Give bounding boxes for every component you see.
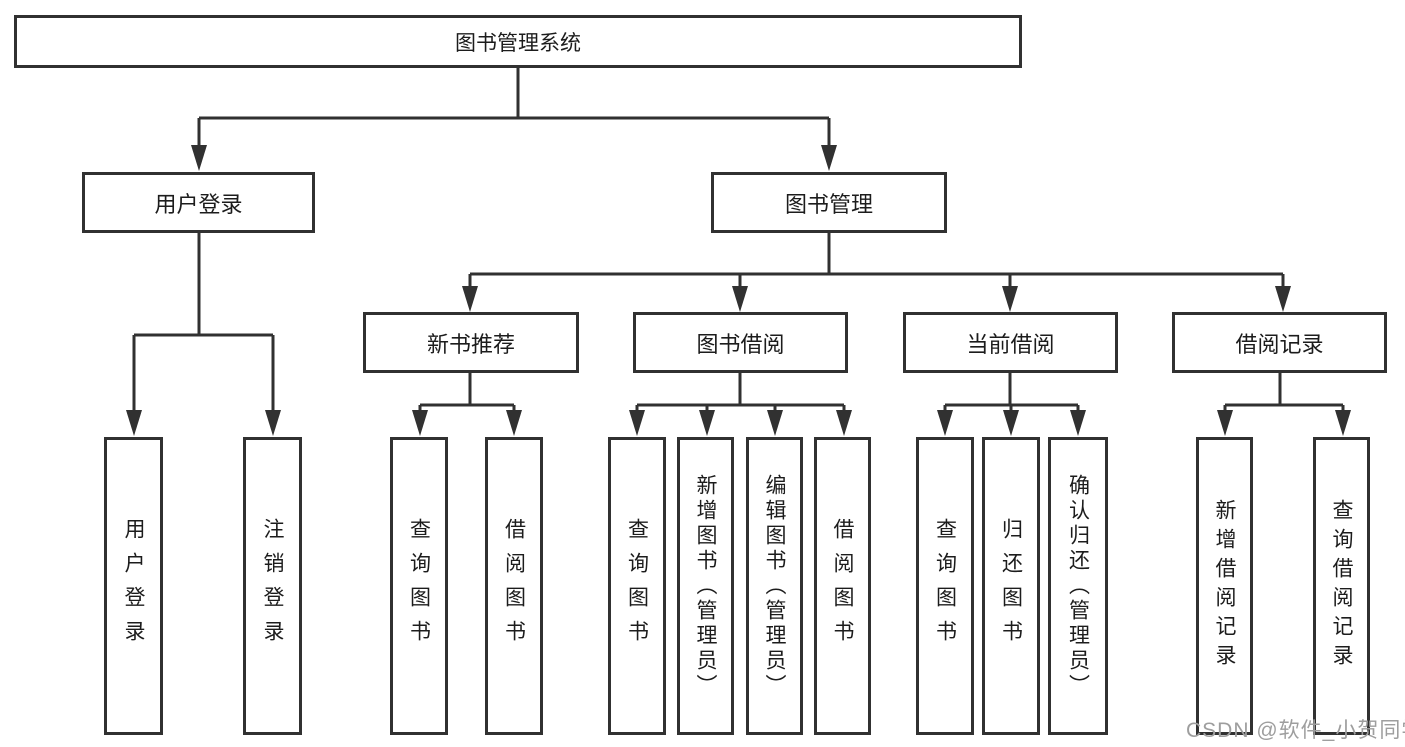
node-borrow-record-label: 借阅记录 — [1235, 331, 1324, 357]
leaf-borrow-books-recommend-label: 借阅图书 — [502, 518, 526, 654]
leaf-query-books-borrow-label: 查询图书 — [625, 518, 649, 654]
leaf-query-books-borrow: 查询图书 — [608, 437, 666, 735]
leaf-query-books-current-label: 查询图书 — [933, 518, 957, 654]
leaf-user-login: 用户登录 — [104, 437, 163, 735]
node-book-management-label: 图书管理 — [784, 191, 873, 217]
leaf-confirm-return-admin-label: 确认归还（管理员） — [1066, 473, 1090, 699]
leaf-logout-label: 注销登录 — [261, 518, 285, 654]
node-book-borrow: 图书借阅 — [633, 312, 848, 373]
node-book-management: 图书管理 — [711, 172, 947, 233]
leaf-return-book-label: 归还图书 — [999, 518, 1023, 654]
connector-current-borrow — [943, 373, 1080, 412]
connector-root — [197, 68, 831, 147]
connector-user-login — [132, 233, 275, 412]
node-borrow-record: 借阅记录 — [1172, 312, 1387, 373]
leaf-confirm-return-admin: 确认归还（管理员） — [1048, 437, 1108, 735]
leaf-return-book: 归还图书 — [982, 437, 1040, 735]
leaf-add-book-admin: 新增图书（管理员） — [677, 437, 734, 735]
leaf-add-book-admin-label: 新增图书（管理员） — [694, 473, 718, 699]
connector-book-management — [468, 233, 1285, 288]
leaf-edit-book-admin: 编辑图书（管理员） — [746, 437, 803, 735]
node-user-login-label: 用户登录 — [154, 191, 243, 217]
leaf-edit-book-admin-label: 编辑图书（管理员） — [763, 473, 787, 699]
node-new-book-recommend: 新书推荐 — [363, 312, 579, 373]
connector-book-borrow — [635, 373, 846, 412]
leaf-add-borrow-record: 新增借阅记录 — [1196, 437, 1253, 735]
connector-new-book-recommend — [418, 373, 516, 412]
leaf-logout: 注销登录 — [243, 437, 302, 735]
leaf-borrow-book-label: 借阅图书 — [831, 518, 855, 654]
leaf-add-borrow-record-label: 新增借阅记录 — [1213, 499, 1237, 673]
leaf-query-borrow-record: 查询借阅记录 — [1313, 437, 1370, 735]
node-current-borrow-label: 当前借阅 — [966, 331, 1055, 357]
node-user-login: 用户登录 — [82, 172, 315, 233]
node-library-system: 图书管理系统 — [14, 15, 1022, 68]
node-book-borrow-label: 图书借阅 — [696, 331, 785, 357]
node-library-system-label: 图书管理系统 — [455, 31, 581, 55]
leaf-query-books-current: 查询图书 — [916, 437, 974, 735]
node-new-book-recommend-label: 新书推荐 — [426, 331, 515, 357]
leaf-borrow-books-recommend: 借阅图书 — [485, 437, 543, 735]
node-current-borrow: 当前借阅 — [903, 312, 1118, 373]
csdn-watermark: CSDN @软件_小贺同学 — [1186, 719, 1405, 742]
leaf-query-books-recommend: 查询图书 — [390, 437, 448, 735]
leaf-query-books-recommend-label: 查询图书 — [407, 518, 431, 654]
connector-borrow-record — [1223, 373, 1345, 412]
leaf-borrow-book: 借阅图书 — [814, 437, 871, 735]
leaf-query-borrow-record-label: 查询借阅记录 — [1330, 499, 1354, 673]
leaf-user-login-label: 用户登录 — [122, 518, 146, 654]
